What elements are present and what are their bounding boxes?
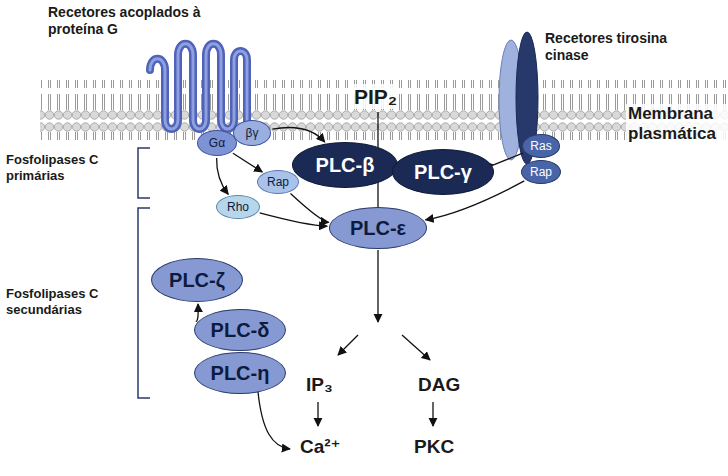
enzyme-label: PKC	[414, 436, 454, 459]
activation-arrow	[196, 304, 198, 321]
molecule-label: IP₃	[306, 374, 333, 397]
rap-protein: Rap	[521, 160, 561, 184]
pathway-arrow	[432, 402, 433, 426]
membrane-label: Membrana plasmática	[626, 104, 728, 145]
molecule-label: PIP₂	[352, 84, 399, 109]
membrane	[40, 80, 728, 140]
rho-protein: Rho	[216, 195, 260, 219]
group-label: Fosfolipases C primárias	[6, 152, 134, 183]
pathway-line	[377, 250, 378, 322]
node-text: Gα	[209, 136, 225, 150]
group-label: Fosfolipases C secundárias	[6, 286, 134, 317]
plc-enzyme: PLC-ε	[329, 207, 427, 249]
g-beta-gamma: βγ	[233, 120, 271, 146]
activation-arrow	[260, 213, 327, 226]
node-text: Rho	[227, 200, 249, 214]
node-text: Rap	[267, 175, 289, 189]
node-text: Ras	[530, 139, 551, 153]
g-alpha: Gα	[197, 130, 237, 156]
pathway-arrow	[338, 335, 358, 355]
gpcr-receptor	[150, 44, 247, 129]
plc-enzyme: PLC-β	[292, 142, 398, 188]
node-text: PLC-δ	[211, 319, 270, 342]
node-text: Rap	[530, 165, 552, 179]
activation-arrow	[494, 153, 523, 165]
pathway-arrow	[317, 402, 318, 426]
receptor-label: Recetores tirosina cinase	[545, 30, 675, 64]
plc-enzyme: PLC-δ	[194, 309, 286, 351]
activation-arrow	[217, 158, 229, 194]
node-text: PLC-ζ	[169, 269, 225, 292]
ion-label: Ca²⁺	[300, 436, 341, 459]
rap-protein: Rap	[257, 170, 299, 194]
molecule-label: DAG	[418, 374, 460, 397]
bracket	[138, 208, 150, 398]
pathway-arrow	[402, 335, 430, 360]
activation-arrow	[233, 153, 262, 172]
plc-enzyme: PLC-γ	[392, 149, 494, 195]
node-text: PLC-ε	[350, 217, 406, 240]
node-text: βγ	[246, 126, 259, 140]
receptor-label: Recetores acoplados à proteína G	[48, 4, 248, 38]
node-text: PLC-γ	[414, 161, 472, 184]
pathway-arrow	[258, 392, 290, 449]
activation-arrow	[290, 194, 328, 223]
activation-arrow	[272, 127, 324, 142]
ras-protein: Ras	[522, 134, 561, 158]
plc-enzyme: PLC-ζ	[151, 258, 243, 302]
node-text: PLC-β	[316, 154, 375, 177]
plc-enzyme: PLC-η	[194, 352, 286, 394]
bracket	[138, 148, 150, 198]
node-text: PLC-η	[211, 362, 270, 385]
